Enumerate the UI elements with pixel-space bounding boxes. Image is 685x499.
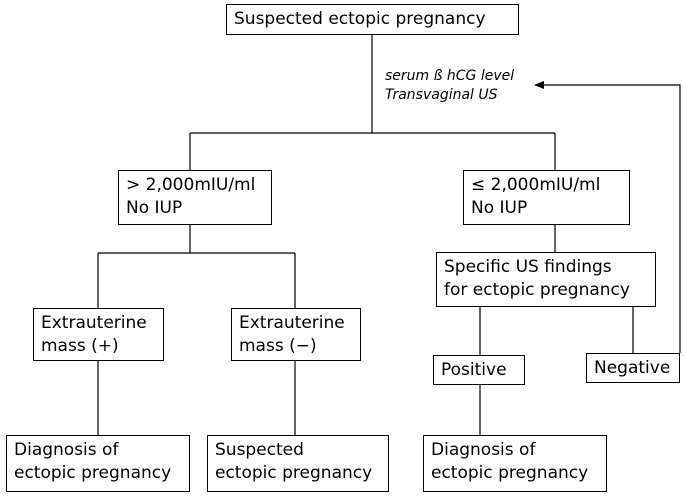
node-specific-us-findings: Specific US findings for ectopic pregnan…	[436, 252, 656, 307]
node-suspected-ectopic: Suspected ectopic pregnancy	[207, 435, 389, 492]
node-extrauterine-mass-positive: Extrauterine mass (+)	[33, 308, 164, 361]
node-diagnosis-ectopic-left: Diagnosis of ectopic pregnancy	[6, 435, 190, 492]
note-transvaginal-us: Transvaginal US	[385, 87, 498, 103]
node-diagnosis-ectopic-right: Diagnosis of ectopic pregnancy	[423, 435, 607, 492]
node-hcg-above-2000: > 2,000mIU/ml No IUP	[118, 170, 272, 225]
node-suspected-ectopic-pregnancy: Suspected ectopic pregnancy	[226, 4, 519, 35]
node-positive: Positive	[433, 355, 525, 385]
node-extrauterine-mass-negative: Extrauterine mass (−)	[231, 308, 361, 361]
node-hcg-below-2000: ≤ 2,000mIU/ml No IUP	[463, 170, 630, 225]
note-serum-hcg: serum ß hCG level	[385, 68, 515, 84]
feedback-arrow-negative-to-tests	[534, 81, 681, 353]
tests-annotation: serum ß hCG level Transvaginal US	[385, 67, 514, 105]
node-negative: Negative	[586, 353, 680, 383]
